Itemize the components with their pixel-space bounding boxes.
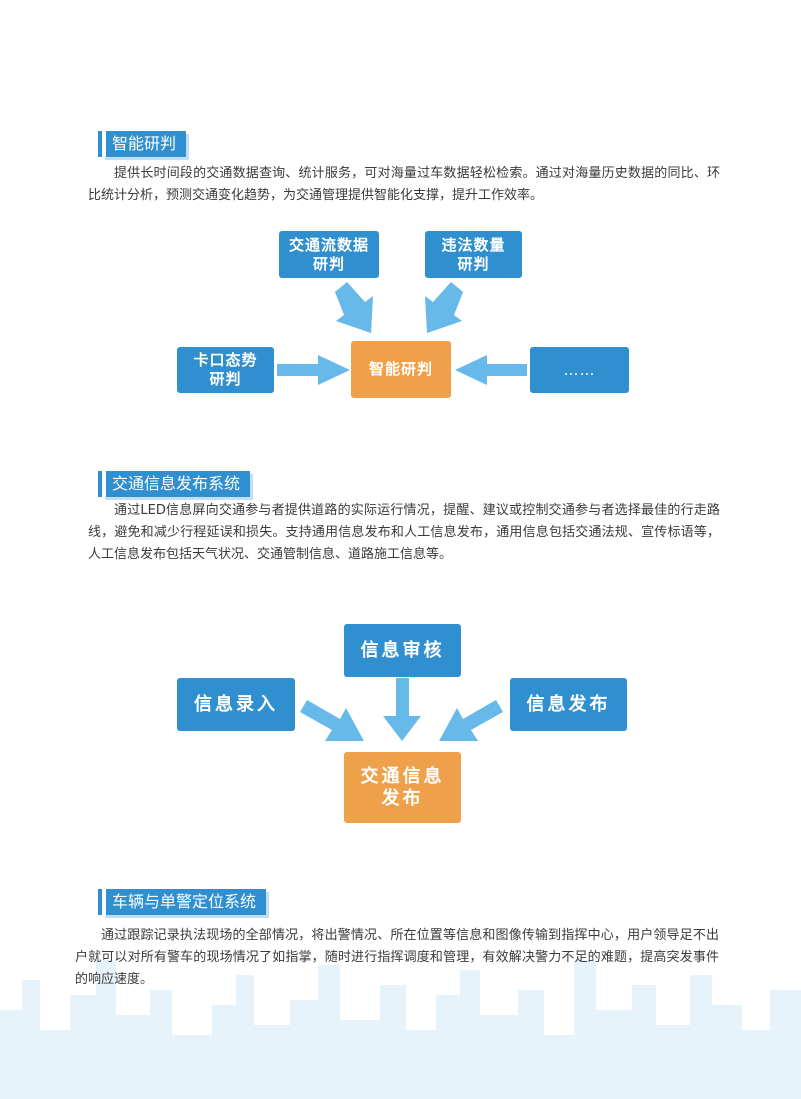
section-title-vehicle-police-positioning: 车辆与单警定位系统: [102, 889, 267, 915]
arrow-review-to-release: [383, 678, 421, 741]
node-info-publish: 信息发布: [510, 678, 627, 731]
arrow-traffic-flow-to-center: [335, 282, 373, 333]
node-traffic-flow-analysis: 交通流数据 研判: [279, 231, 379, 278]
arrow-ellipsis-to-center: [455, 355, 527, 385]
node-violation-count-analysis: 违法数量 研判: [425, 231, 522, 278]
node-checkpoint-situation-analysis: 卡口态势 研判: [177, 347, 274, 393]
section-title-traffic-info-release: 交通信息发布系统: [102, 471, 251, 497]
section-paragraph-vehicle-police-positioning: 通过跟踪记录执法现场的全部情况，将出警情况、所在位置等信息和图像传输到指挥中心，…: [75, 928, 719, 987]
arrow-violation-to-center: [425, 282, 463, 333]
node-traffic-info-release-center: 交通信息 发布: [344, 752, 461, 823]
arrow-checkpoint-to-center: [277, 355, 350, 385]
node-intelligent-analysis-center: 智能研判: [351, 341, 451, 398]
city-skyline-illustration: [0, 960, 801, 1099]
node-info-review: 信息审核: [344, 624, 461, 677]
section-paragraph-traffic-info-release: 通过LED信息屏向交通参与者提供道路的实际运行情况，提醒、建议或控制交通参与者选…: [88, 503, 720, 562]
section-title-intelligent-analysis: 智能研判: [102, 131, 187, 157]
arrow-publish-to-release: [439, 700, 503, 741]
section-paragraph-intelligent-analysis: 提供长时间段的交通数据查询、统计服务，可对海量过车数据轻松检索。通过对海量历史数…: [88, 166, 720, 203]
node-info-entry: 信息录入: [177, 678, 295, 731]
node-ellipsis: ……: [530, 347, 629, 393]
arrow-entry-to-release: [300, 700, 364, 741]
